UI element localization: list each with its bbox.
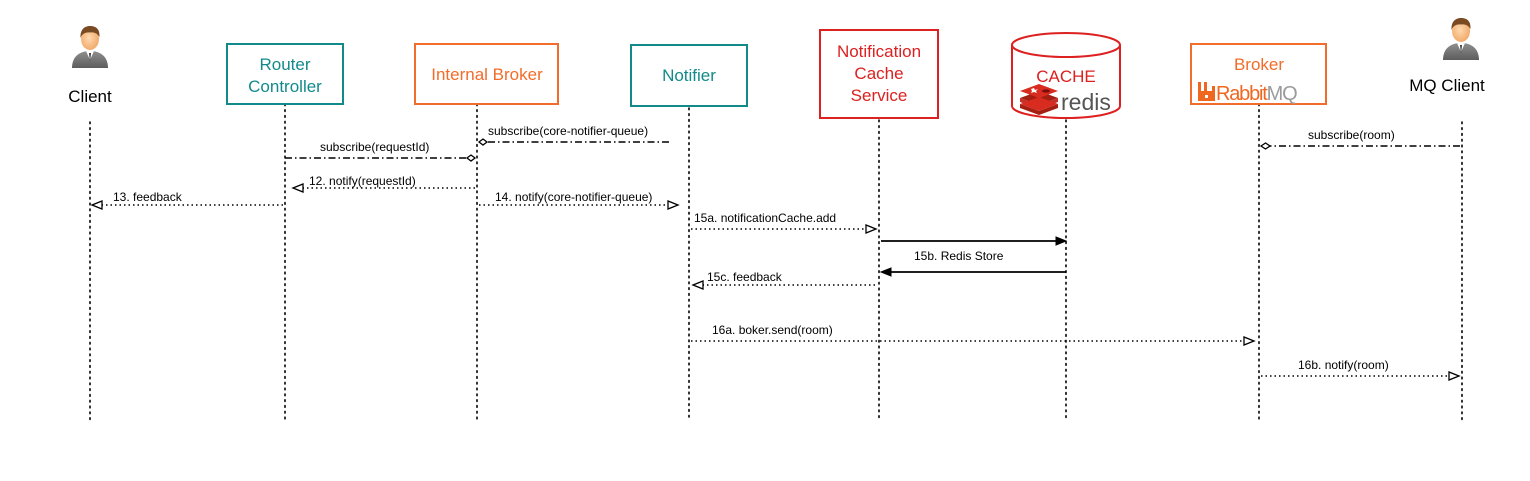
message-15b-redis-store: 15b. Redis Store <box>879 236 1068 277</box>
message-label: subscribe(core-notifier-queue) <box>488 124 648 138</box>
participant-label: Notifier <box>662 66 716 85</box>
message-16a-boker-send-room: 16a. boker.send(room) <box>691 323 1256 346</box>
participant-broker: Broker RabbitMQ <box>1190 43 1327 105</box>
messages: subscribe(core-notifier-queue) subscribe… <box>90 124 1461 381</box>
user-icon <box>72 26 108 68</box>
message-subscribe-requestid: subscribe(requestId) <box>285 140 477 162</box>
message-subscribe-core-notifier-queue: subscribe(core-notifier-queue) <box>477 124 669 146</box>
participant-label-line1: Router <box>259 55 310 74</box>
participant-client: Client <box>68 26 112 106</box>
open-arrowhead <box>691 280 704 290</box>
participant-box <box>630 44 748 107</box>
message-label: 14. notify(core-notifier-queue) <box>495 190 652 204</box>
participant-mq-client: MQ Client <box>1409 18 1485 95</box>
participant-router-controller: Router Controller <box>226 43 344 105</box>
message-13-feedback: 13. feedback <box>90 190 283 210</box>
lifelines <box>89 103 1463 421</box>
filled-arrowhead <box>1055 236 1068 246</box>
redis-logo-mark <box>1020 84 1058 115</box>
participant-box <box>226 43 344 105</box>
rabbitmq-logo: RabbitMQ <box>1198 82 1298 105</box>
message-label: 15c. feedback <box>707 270 783 284</box>
message-15a-notificationcache-add: 15a. notificationCache.add <box>691 211 878 234</box>
redis-logo-text: redis <box>1061 89 1111 115</box>
filled-arrowhead <box>879 267 892 277</box>
message-label: 16b. notify(room) <box>1298 358 1389 372</box>
message-label: 13. feedback <box>113 190 183 204</box>
rabbitmq-logo-text: RabbitMQ <box>1216 83 1297 105</box>
diamond-arrowhead <box>1259 142 1272 150</box>
rabbitmq-logo-text-rabbit: Rabbit <box>1216 83 1268 105</box>
participant-box <box>819 29 939 119</box>
open-arrowhead <box>291 183 304 193</box>
rabbitmq-logo-mark <box>1198 82 1215 101</box>
message-label: 16a. boker.send(room) <box>712 323 833 337</box>
open-arrowhead <box>1243 336 1256 346</box>
redis-logo: redis <box>1020 84 1111 115</box>
cache-cylinder-top <box>1011 32 1121 58</box>
user-icon <box>1443 18 1479 60</box>
participant-label: CACHE <box>1036 67 1096 86</box>
open-arrowhead <box>667 200 680 210</box>
participant-notification-cache-service: Notification Cache Service <box>819 29 939 119</box>
open-arrowhead <box>90 200 103 210</box>
message-15c-feedback: 15c. feedback <box>691 270 875 290</box>
participant-notifier: Notifier <box>630 44 748 107</box>
message-14-notify-core-notifier-queue: 14. notify(core-notifier-queue) <box>479 190 680 210</box>
participant-label-line1: Notification <box>837 42 921 61</box>
message-label: 12. notify(requestId) <box>309 174 416 188</box>
message-16b-notify-room: 16b. notify(room) <box>1261 358 1461 381</box>
rabbitmq-logo-text-mq: MQ <box>1267 83 1297 105</box>
message-label: subscribe(requestId) <box>320 140 429 154</box>
message-subscribe-room: subscribe(room) <box>1259 128 1460 150</box>
participant-label: Client <box>68 87 112 106</box>
participant-cache: CACHE redis <box>1011 32 1121 119</box>
message-label: 15a. notificationCache.add <box>694 211 836 225</box>
diamond-arrowhead <box>465 154 477 162</box>
participant-box <box>414 43 559 105</box>
message-label: subscribe(room) <box>1308 128 1395 142</box>
participant-label: MQ Client <box>1409 76 1485 95</box>
open-arrowhead <box>865 224 878 234</box>
participant-label-line2: Controller <box>248 77 322 96</box>
message-label: 15b. Redis Store <box>914 249 1004 263</box>
participant-label-line2: Cache <box>854 64 903 83</box>
message-12-notify-requestid: 12. notify(requestId) <box>291 174 475 193</box>
participant-label: Internal Broker <box>431 65 543 84</box>
diamond-arrowhead <box>477 138 489 146</box>
participant-internal-broker: Internal Broker <box>414 43 559 105</box>
open-arrowhead <box>1448 371 1461 381</box>
participant-label: Broker <box>1234 55 1284 74</box>
participant-label-line3: Service <box>851 86 908 105</box>
